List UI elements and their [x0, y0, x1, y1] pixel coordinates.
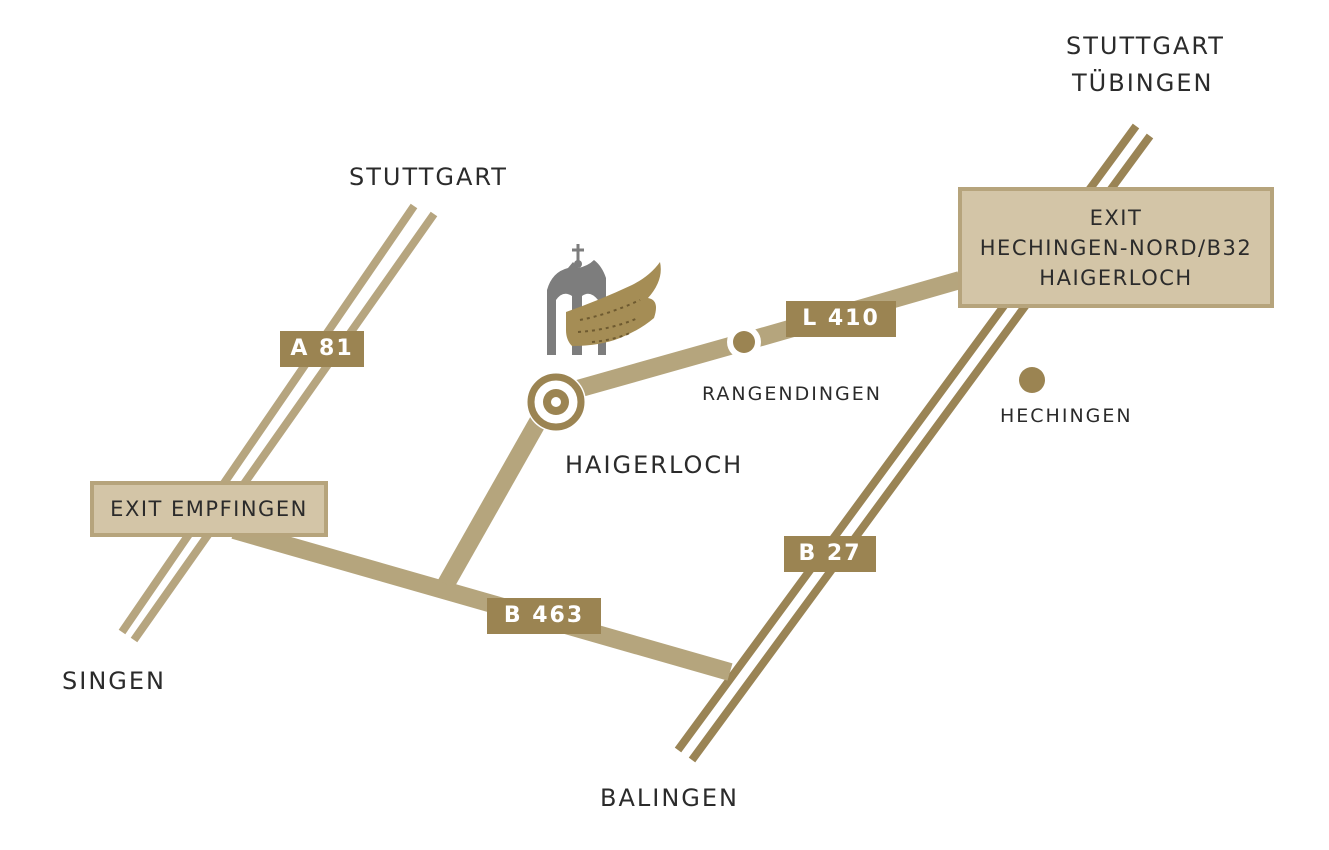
road-shield-b27: B 27 — [784, 536, 876, 572]
exit-box-empfingen: EXIT EMPFINGEN — [90, 481, 328, 537]
motorway-a81 — [118, 203, 438, 643]
road-b463 — [231, 521, 733, 681]
road-shield-a81: A 81 — [280, 331, 364, 367]
town-dot-icon — [1019, 367, 1045, 393]
road-shield-b463: B 463 — [487, 598, 601, 634]
exit-label-hechingen-nord-line-1: EXIT — [1089, 205, 1143, 230]
road-haigerloch-connector — [438, 413, 548, 589]
exit-label-hechingen-nord-line-3: HAIGERLOCH — [1039, 265, 1193, 290]
exit-box-hechingen-nord: EXIT HECHINGEN-NORD/B32 HAIGERLOCH — [958, 187, 1274, 308]
place-label-singen: SINGEN — [62, 667, 166, 695]
place-label-haigerloch: HAIGERLOCH — [565, 451, 744, 479]
place-label-balingen: BALINGEN — [600, 784, 739, 812]
place-label-stuttgart-east: STUTTGART — [1066, 32, 1225, 60]
place-label-hechingen: HECHINGEN — [1000, 405, 1133, 427]
place-label-tuebingen: TÜBINGEN — [1072, 69, 1214, 97]
town-dot-icon — [727, 325, 761, 359]
place-label-rangendingen: RANGENDINGEN — [702, 383, 882, 405]
exit-label-hechingen-nord-line-2: HECHINGEN-NORD/B32 — [979, 235, 1253, 260]
road-shield-l410: L 410 — [786, 301, 896, 337]
haigerloch-wing-logo-icon — [547, 244, 661, 355]
exit-label-empfingen: EXIT EMPFINGEN — [110, 497, 308, 521]
place-label-stuttgart-west: STUTTGART — [349, 163, 508, 191]
target-marker-icon — [526, 372, 586, 432]
